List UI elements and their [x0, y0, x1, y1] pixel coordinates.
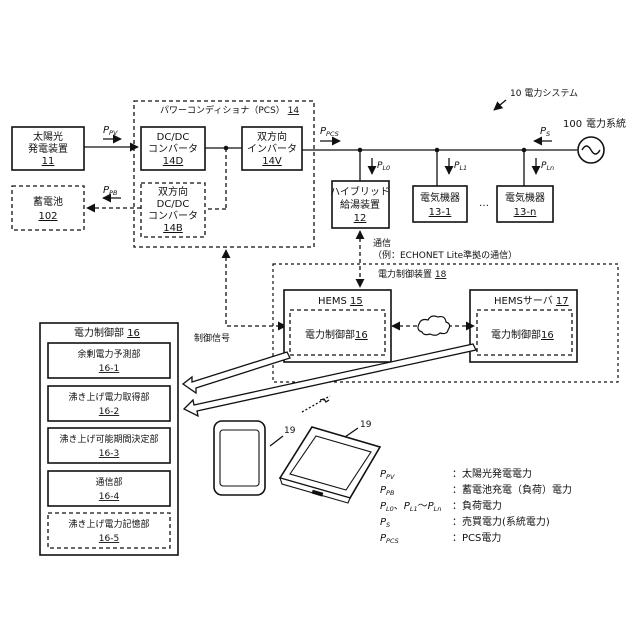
svg-text:12: 12 — [354, 213, 367, 224]
tablet-number: 19 — [360, 420, 372, 430]
pl0-label: PL0 — [377, 161, 390, 172]
legend-symbol-ppv: PPV — [380, 469, 395, 481]
legend-desc-ppb: ：蓄電池充電（負荷）電力 — [452, 483, 572, 496]
bidirectional-inverter: 双方向 インバータ 14V — [242, 127, 302, 170]
comm-example: （例：ECHONET Lite準拠の通信） — [373, 249, 517, 261]
svg-text:16-4: 16-4 — [99, 492, 120, 502]
power-control-unit-panel: 電力制御部 16 余剰電力予測部 16-1 沸き上げ電力取得部 16-2 沸き上… — [40, 323, 178, 555]
network-cloud-icon — [418, 316, 450, 335]
power-grid: 100 電力系統 — [563, 117, 626, 163]
svg-text:ハイブリッド: ハイブリッド — [330, 185, 390, 198]
svg-text:14B: 14B — [163, 223, 183, 234]
tablet-leader — [345, 428, 358, 437]
solar-generator: 太陽光 発電装置 11 — [12, 127, 84, 170]
svg-text:11: 11 — [42, 156, 55, 167]
hems-power-control-unit: 電力制御部16 — [305, 328, 368, 341]
legend-symbol-ppcs: PPCS — [380, 533, 399, 545]
hems-server: HEMSサーバ 17 電力制御部16 — [470, 290, 577, 362]
hems-to-pcu-arrow — [183, 352, 290, 393]
control-signal-label: 制御信号 — [194, 332, 230, 344]
svg-text:発電装置: 発電装置 — [28, 142, 68, 155]
svg-text:沸き上げ電力取得部: 沸き上げ電力取得部 — [68, 391, 149, 403]
svg-text:16-5: 16-5 — [99, 534, 119, 544]
svg-text:双方向: 双方向 — [257, 130, 287, 143]
legend: PPV ：太陽光発電電力 PPB ：蓄電池充電（負荷）電力 PL0、PL1〜PL… — [380, 467, 572, 545]
pln-label: PLn — [541, 161, 554, 172]
devices-ellipsis: … — [479, 198, 489, 209]
ppcs-label: PPCS — [320, 126, 339, 138]
svg-text:インバータ: インバータ — [247, 143, 297, 155]
svg-text:13-1: 13-1 — [429, 207, 452, 218]
system-label: 10 電力システム — [494, 87, 578, 110]
electric-device-1: 電気機器 13-1 — [413, 186, 467, 222]
svg-text:14D: 14D — [163, 156, 184, 167]
smartphone-leader — [270, 436, 283, 446]
svg-text:102: 102 — [38, 211, 57, 222]
svg-text:16-2: 16-2 — [99, 407, 119, 417]
svg-text:HEMS 15: HEMS 15 — [318, 296, 363, 307]
legend-desc-ps: ：売買電力(系統電力) — [452, 515, 550, 528]
svg-text:HEMSサーバ 17: HEMSサーバ 17 — [494, 295, 569, 307]
pcs-title: パワーコンディショナ（PCS） 14 — [160, 104, 299, 116]
legend-symbol-ps: PS — [380, 517, 390, 529]
hems: HEMS 15 電力制御部16 — [284, 290, 391, 362]
svg-text:給湯装置: 給湯装置 — [340, 198, 380, 211]
svg-text:DC/DC: DC/DC — [157, 199, 190, 210]
legend-symbol-load: PL0、PL1〜PLn — [380, 501, 441, 513]
bidirectional-dcdc-converter: 双方向 DC/DC コンバータ 14B — [141, 183, 205, 237]
legend-desc-ppcs: ：PCS電力 — [452, 531, 501, 544]
svg-text:電気機器: 電気機器 — [420, 191, 460, 204]
svg-text:13-n: 13-n — [514, 207, 537, 218]
svg-text:コンバータ: コンバータ — [148, 210, 198, 222]
smartphone-number: 19 — [284, 426, 296, 436]
svg-text:16-3: 16-3 — [99, 449, 119, 459]
svg-text:沸き上げ電力記憶部: 沸き上げ電力記憶部 — [68, 518, 149, 530]
pcu-title: 電力制御部 16 — [74, 326, 140, 339]
svg-text:双方向: 双方向 — [158, 185, 188, 198]
pl1-label: PL1 — [454, 161, 467, 172]
ppv-label: PPV — [103, 125, 118, 137]
svg-text:コンバータ: コンバータ — [148, 143, 198, 155]
svg-text:余剰電力予測部: 余剰電力予測部 — [77, 348, 140, 360]
legend-desc-ppv: ：太陽光発電電力 — [452, 467, 532, 480]
dcdc-converter: DC/DC コンバータ 14D — [141, 127, 205, 170]
wireless-signal-icon — [302, 396, 330, 412]
control-signal-line — [226, 250, 286, 326]
grid-number: 100 — [563, 119, 582, 130]
svg-text:蓄電池: 蓄電池 — [33, 195, 63, 208]
comm-label: 通信 — [373, 237, 391, 249]
grid-label: 電力系統 — [586, 117, 626, 130]
hybrid-water-heater: ハイブリッド 給湯装置 12 — [330, 181, 390, 228]
svg-text:16-1: 16-1 — [99, 364, 119, 374]
svg-text:太陽光: 太陽光 — [33, 130, 63, 143]
storage-battery: 蓄電池 102 — [12, 186, 84, 230]
power-control-device-title: 電力制御装置 18 — [378, 268, 447, 280]
svg-text:沸き上げ可能期間決定部: 沸き上げ可能期間決定部 — [59, 433, 158, 445]
svg-text:10 電力システム: 10 電力システム — [510, 87, 578, 99]
electric-device-n: 電気機器 13-n — [497, 186, 553, 222]
legend-symbol-ppb: PPB — [380, 485, 395, 497]
ppb-label: PPB — [103, 185, 118, 197]
ps-label: PS — [540, 126, 550, 138]
legend-desc-load: ：負荷電力 — [452, 499, 502, 512]
svg-text:電気機器: 電気機器 — [505, 191, 545, 204]
svg-text:DC/DC: DC/DC — [157, 132, 190, 143]
server-power-control-unit: 電力制御部16 — [491, 328, 554, 341]
svg-text:14V: 14V — [262, 156, 282, 167]
svg-text:通信部: 通信部 — [95, 476, 122, 488]
